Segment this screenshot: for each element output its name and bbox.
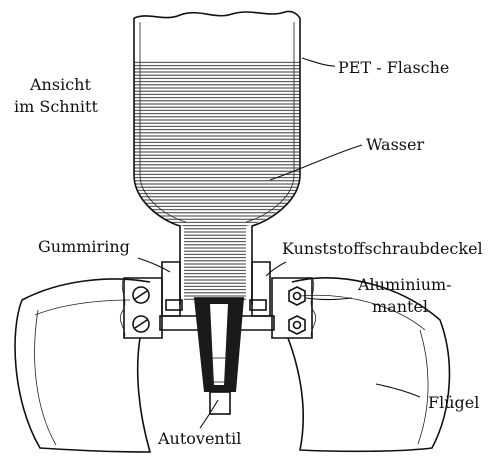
valve-label: Autoventil — [157, 429, 241, 448]
plastic-cap-label: Kunststoffschraubdeckel — [282, 239, 483, 258]
water-label: Wasser — [366, 135, 424, 154]
wing-right — [287, 277, 451, 453]
wing-label: Flügel — [428, 393, 479, 412]
leader-lines — [137, 57, 421, 429]
cap-assembly — [119, 261, 317, 339]
pet-bottle — [133, 10, 301, 305]
view-label-line1: Ansicht — [29, 75, 91, 94]
car-valve — [194, 297, 244, 415]
aluminium-label-line1: Aluminium- — [357, 275, 452, 294]
aluminium-label-line2: mantel — [372, 297, 428, 316]
rubber-ring-label: Gummiring — [38, 237, 130, 256]
pet-bottle-label: PET - Flasche — [338, 58, 449, 77]
wing-left — [14, 278, 152, 453]
view-label-line2: im Schnitt — [14, 97, 98, 116]
